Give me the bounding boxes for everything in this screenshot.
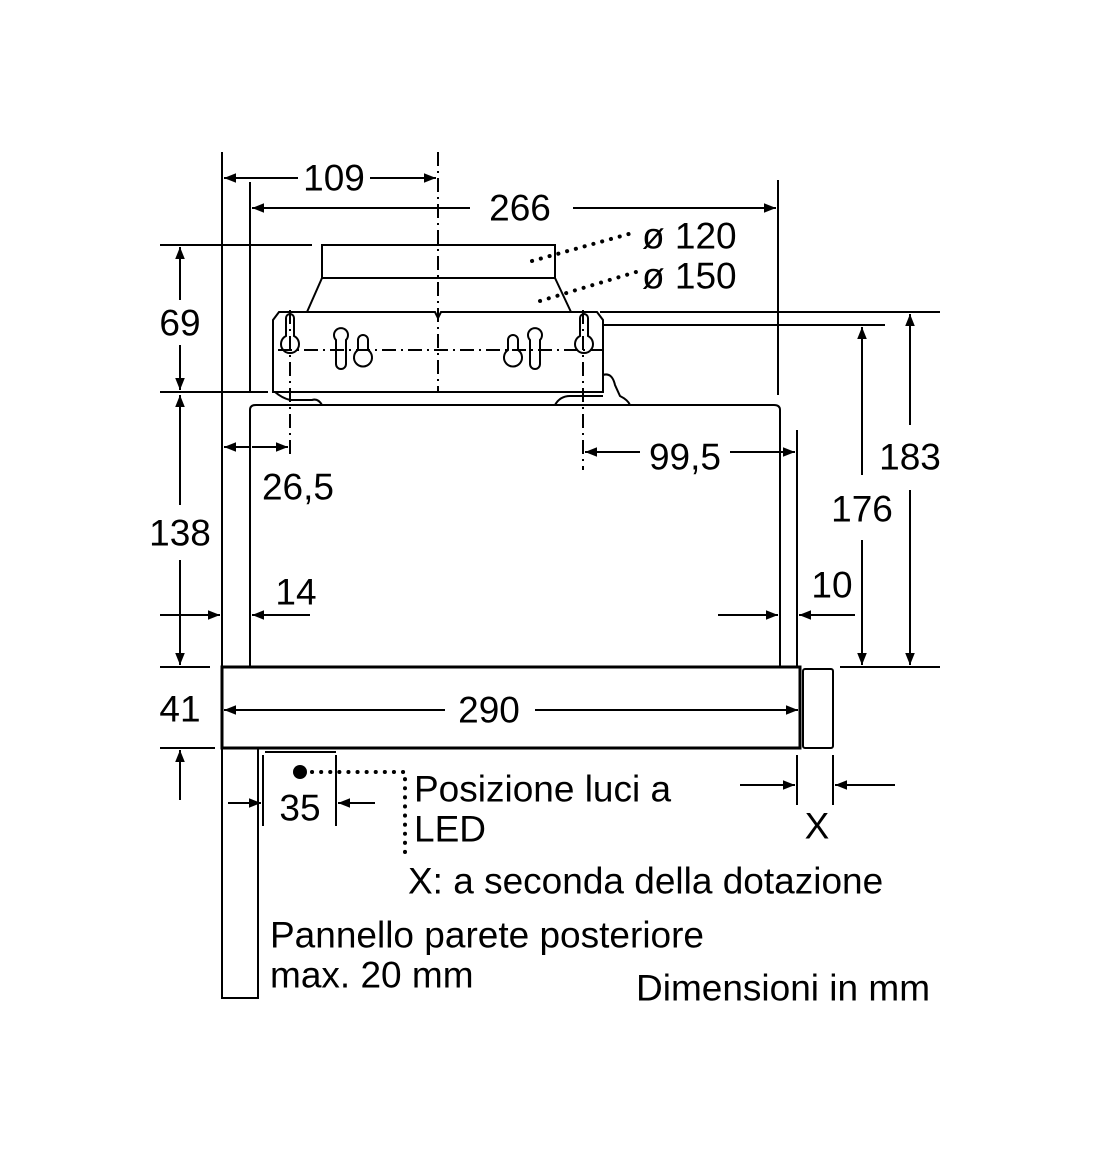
dim-35: 35 (279, 788, 320, 829)
extension-lines (160, 180, 940, 826)
dim-69: 69 (159, 303, 200, 344)
dim-290: 290 (458, 690, 520, 731)
dim-176: 176 (831, 489, 893, 530)
dim-109: 109 (303, 158, 365, 199)
keyhole-slots (280, 313, 594, 370)
dim-138: 138 (149, 513, 211, 554)
dim-14: 14 (275, 572, 316, 613)
units-note: Dimensioni in mm (636, 968, 930, 1009)
wall-lines (221, 152, 259, 999)
dim-duct-150: ø 150 (642, 256, 737, 297)
dim-99-5: 99,5 (649, 437, 721, 478)
dim-x: X (805, 806, 830, 847)
dim-41: 41 (159, 689, 200, 730)
led-label-line2: LED (414, 809, 486, 850)
dim-26-5: 26,5 (262, 467, 334, 508)
dim-266: 266 (489, 188, 551, 229)
dim-10: 10 (811, 565, 852, 606)
front-panel (220, 665, 802, 750)
panel-note-line1: Pannello parete posteriore (270, 915, 704, 956)
leader-lines (293, 230, 638, 854)
dim-duct-120: ø 120 (642, 216, 737, 257)
hood-body (220, 404, 834, 750)
front-trim (802, 668, 834, 749)
dim-183: 183 (879, 437, 941, 478)
led-position-marker (293, 765, 307, 779)
center-lines (278, 152, 605, 470)
x-note: X: a seconda della dotazione (408, 861, 883, 902)
mounting-bracket (272, 311, 604, 393)
duct-collar (272, 244, 631, 406)
rear-wall-panel (221, 747, 259, 999)
led-label-line1: Posizione luci a (414, 769, 672, 810)
dimension-arrows (160, 173, 915, 808)
panel-note-line2: max. 20 mm (270, 955, 474, 996)
